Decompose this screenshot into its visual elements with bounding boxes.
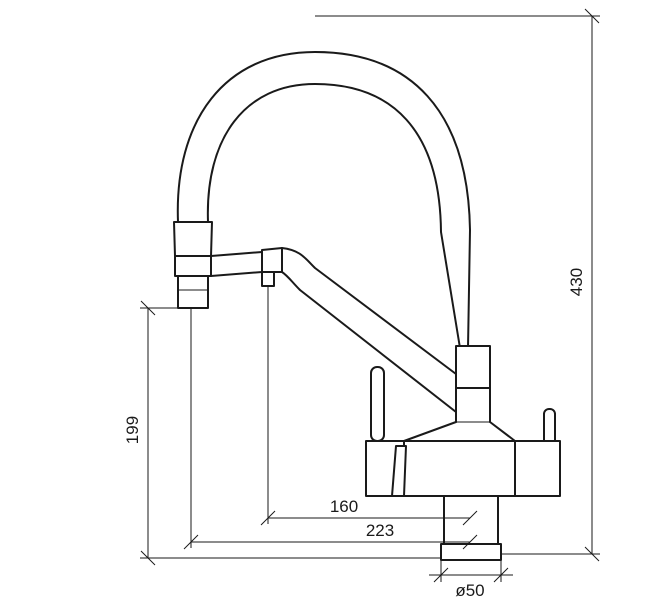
dim-430-tick-top xyxy=(584,8,600,24)
faucet-stem xyxy=(443,495,499,545)
spout-holder-arm xyxy=(210,251,263,277)
dim-223-tick-left xyxy=(183,534,199,550)
filtered-water-outlet xyxy=(261,271,275,287)
dimension-lines xyxy=(140,8,600,583)
spray-head xyxy=(174,255,212,277)
spout-holder-collar xyxy=(261,247,283,273)
faucet-outline xyxy=(173,51,561,561)
body-neck xyxy=(455,387,491,423)
flexible-hose-inner xyxy=(206,83,461,349)
dim-430-tick-bottom xyxy=(584,546,600,562)
dim-430-label: 430 xyxy=(567,268,586,296)
hose-sleeve-lower xyxy=(455,345,491,389)
dim-50-label: ø50 xyxy=(455,581,484,600)
left-lever-handle xyxy=(370,366,385,442)
dim-199-tick-top xyxy=(140,300,156,316)
dim-199-label: 199 xyxy=(123,416,142,444)
dim-199-tick-bottom xyxy=(140,550,156,566)
dim-50-tick-left xyxy=(433,567,449,583)
dim-160-tick-left xyxy=(260,510,276,526)
spray-head-nozzle xyxy=(177,275,209,309)
dim-160-tick-right xyxy=(462,510,478,526)
dim-160-label: 160 xyxy=(330,497,358,516)
diagonal-spout xyxy=(281,247,457,413)
dimension-labels: 430 199 160 223 ø50 xyxy=(123,268,586,600)
body-upper xyxy=(403,421,516,442)
right-lever-body xyxy=(514,440,561,497)
flexible-hose xyxy=(176,51,471,349)
dim-223-tick-right xyxy=(462,534,478,550)
mixer-body xyxy=(403,440,516,497)
dim-50-tick-right xyxy=(493,567,509,583)
hose-sleeve-upper xyxy=(173,221,213,257)
faucet-base-plate xyxy=(440,543,502,561)
dim-223-label: 223 xyxy=(366,521,394,540)
